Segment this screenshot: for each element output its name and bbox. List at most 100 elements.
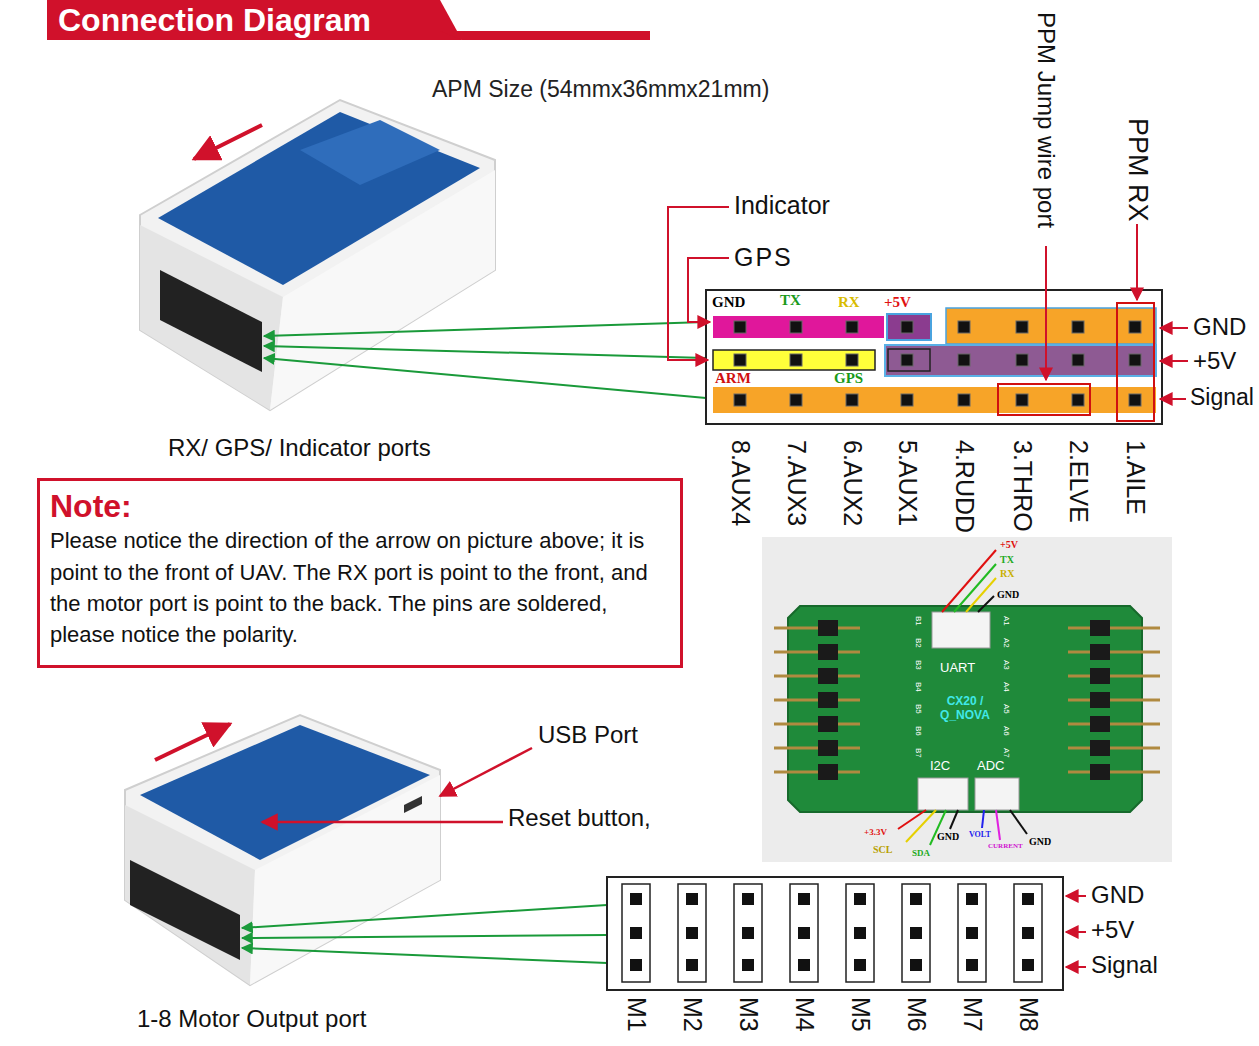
header-pin bbox=[1068, 699, 1160, 702]
size-note: APM Size (54mmx36mmx21mm) bbox=[432, 78, 769, 101]
pin-group bbox=[885, 345, 1156, 376]
pin-number: A2 bbox=[1002, 638, 1010, 648]
front-arrow bbox=[194, 125, 262, 159]
pin-column bbox=[734, 884, 762, 982]
circuit-board bbox=[788, 606, 1142, 812]
header-pin bbox=[742, 959, 754, 971]
motor-label: M3 bbox=[736, 997, 761, 1032]
header-pin bbox=[774, 699, 860, 702]
header-pin bbox=[1068, 627, 1160, 630]
pin-column bbox=[622, 884, 650, 982]
header-pin bbox=[910, 893, 922, 905]
header-pin bbox=[958, 354, 970, 366]
pin-housing bbox=[1090, 740, 1110, 756]
channel-label: 6.AUX2 bbox=[840, 440, 865, 526]
motor-label: M4 bbox=[792, 997, 817, 1032]
device-top bbox=[158, 112, 480, 285]
header-pin bbox=[1022, 927, 1034, 939]
header-pin bbox=[630, 959, 642, 971]
wire bbox=[1010, 810, 1027, 834]
pin-housing bbox=[818, 692, 838, 708]
pin-housing bbox=[818, 764, 838, 780]
header-pin bbox=[846, 354, 858, 366]
header-pin bbox=[686, 893, 698, 905]
header-pin bbox=[854, 927, 866, 939]
header-pin bbox=[1068, 651, 1160, 654]
pin-housing bbox=[1090, 668, 1110, 684]
pin-housing bbox=[1090, 692, 1110, 708]
header-pin bbox=[846, 321, 858, 333]
header-pin bbox=[1016, 321, 1028, 333]
wire bbox=[950, 810, 958, 829]
leader-line bbox=[1066, 966, 1086, 968]
header-pin bbox=[774, 651, 860, 654]
channel-label: 4.RUDD bbox=[952, 440, 977, 533]
leader-line bbox=[688, 258, 729, 322]
header-pin bbox=[1072, 394, 1084, 406]
header-pin bbox=[774, 675, 860, 678]
header-pin bbox=[686, 959, 698, 971]
pin-housing bbox=[818, 716, 838, 732]
header-pin bbox=[630, 893, 642, 905]
wire-label: +3.3V bbox=[864, 828, 887, 837]
wire-label: RX bbox=[1000, 569, 1014, 579]
header-pin bbox=[1129, 354, 1141, 366]
wire bbox=[242, 905, 607, 928]
port-caption: 1-8 Motor Output port bbox=[137, 1007, 366, 1031]
header-pin bbox=[1068, 675, 1160, 678]
header-pin bbox=[901, 394, 913, 406]
header-pin bbox=[790, 394, 802, 406]
pin-housing bbox=[1090, 716, 1110, 732]
pin-number: B3 bbox=[914, 660, 922, 670]
wire bbox=[996, 810, 1000, 840]
header-pin bbox=[774, 723, 860, 726]
wire-label: GND bbox=[937, 832, 959, 842]
header-pin bbox=[790, 354, 802, 366]
device-top bbox=[140, 725, 430, 860]
pin-number: B7 bbox=[914, 748, 922, 758]
header-pin bbox=[1016, 394, 1028, 406]
row-label: +5V bbox=[1193, 349, 1236, 373]
pin-housing bbox=[1090, 644, 1110, 660]
usb-slot bbox=[404, 796, 422, 813]
device-body bbox=[125, 715, 440, 985]
header-pin bbox=[966, 959, 978, 971]
header-pin bbox=[630, 927, 642, 939]
channel-label: 8.AUX4 bbox=[728, 440, 753, 526]
header-pin bbox=[1022, 893, 1034, 905]
autopilot-device bbox=[125, 715, 440, 985]
leader-line bbox=[1136, 224, 1138, 300]
header-pin bbox=[910, 959, 922, 971]
header-pin bbox=[901, 354, 913, 366]
front-arrow bbox=[155, 724, 230, 760]
header-pin bbox=[958, 394, 970, 406]
wire-label: CURRENT bbox=[988, 843, 1023, 850]
pin-header bbox=[706, 290, 1162, 424]
motor-label: M1 bbox=[624, 997, 649, 1032]
device-logo bbox=[300, 120, 440, 185]
pin-number: B4 bbox=[914, 682, 922, 692]
header-pin bbox=[1016, 354, 1028, 366]
wire bbox=[954, 564, 996, 612]
pin-number: B5 bbox=[914, 704, 922, 714]
wire bbox=[264, 322, 706, 336]
device-connector bbox=[130, 860, 240, 960]
title-banner bbox=[47, 0, 462, 40]
header-pin bbox=[774, 747, 860, 750]
channel-label: 7.AUX3 bbox=[784, 440, 809, 526]
wire bbox=[942, 550, 996, 612]
pin-number: A5 bbox=[1002, 704, 1010, 714]
leader-line bbox=[1160, 398, 1186, 400]
pin-column bbox=[902, 884, 930, 982]
channel-label: 3.THRO bbox=[1010, 440, 1035, 532]
leader-line bbox=[262, 821, 503, 824]
pcb-photo bbox=[762, 537, 1172, 862]
note-body: Please notice the direction of the arrow… bbox=[50, 525, 670, 650]
wire-label: +5V bbox=[1000, 540, 1018, 550]
wire-label: VOLT bbox=[969, 831, 991, 839]
board-label: UART bbox=[940, 661, 975, 674]
pin-name: GND bbox=[712, 295, 745, 310]
note-heading: Note: bbox=[50, 487, 670, 525]
note-box: Note:Please notice the direction of the … bbox=[37, 478, 683, 668]
leader-line bbox=[1045, 246, 1047, 380]
